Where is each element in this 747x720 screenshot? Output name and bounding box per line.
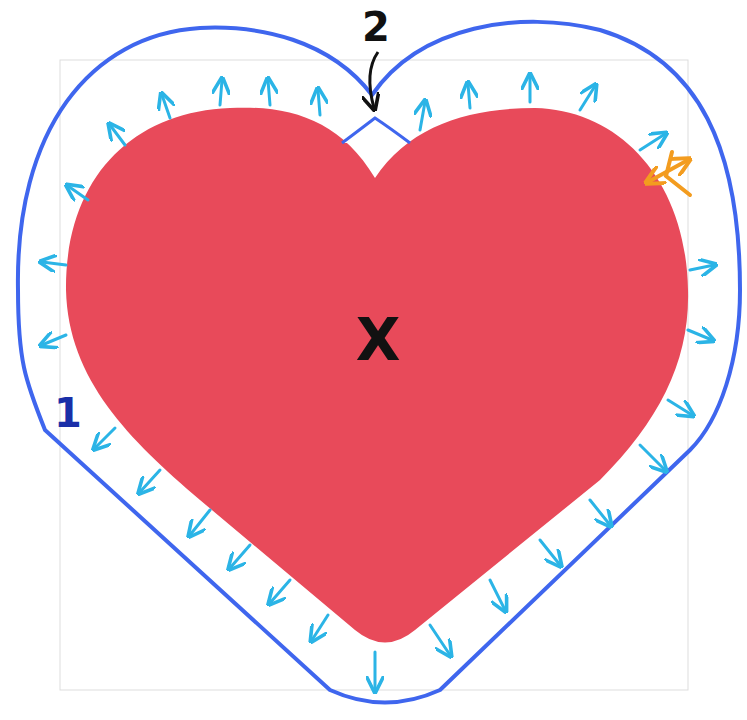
callout-number: 2 — [362, 7, 390, 47]
callout-number: 1 — [54, 393, 82, 433]
canvas-border — [60, 60, 688, 690]
offset-arrows — [42, 76, 714, 690]
heart-shape — [66, 108, 688, 643]
center-mark: X — [356, 311, 401, 369]
leader-arrow — [370, 52, 378, 108]
offset-outline — [18, 22, 740, 703]
notch-bridge — [342, 118, 410, 143]
offset-dimension — [648, 152, 690, 195]
